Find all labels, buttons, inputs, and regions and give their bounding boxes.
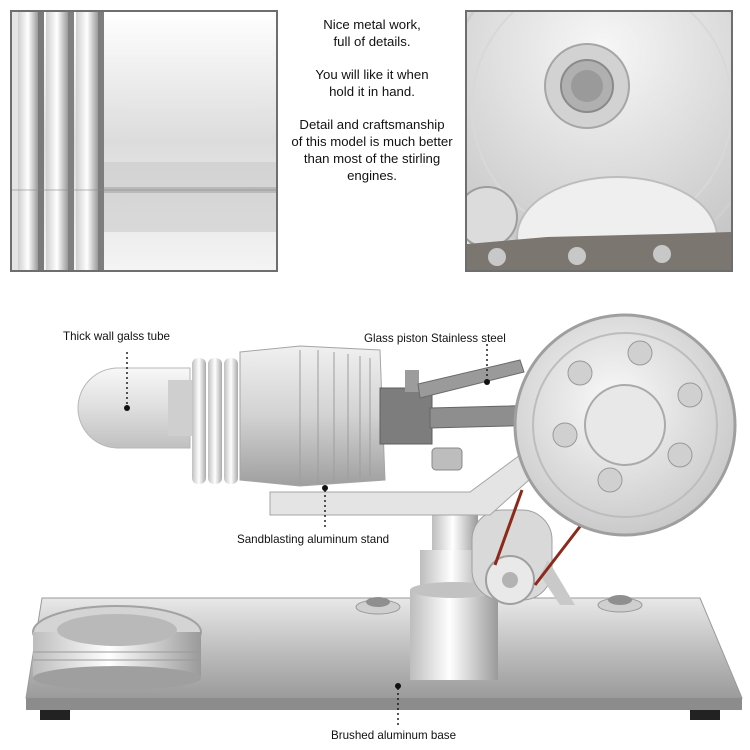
callout-dots xyxy=(124,379,490,689)
flywheel-closeup-image xyxy=(467,12,731,270)
generator-motor xyxy=(471,509,575,605)
closeup-flywheel-photo xyxy=(465,10,733,272)
stirling-engine-photo xyxy=(25,313,743,728)
callout-base: Brushed aluminum base xyxy=(331,729,457,742)
blurb-line-1: Nice metal work, full of details. xyxy=(323,17,421,49)
flywheel xyxy=(513,313,737,537)
drive-belt xyxy=(493,489,587,586)
base-screw-left xyxy=(355,597,401,615)
glass-tube xyxy=(77,367,192,449)
callout-stand: Sandblasting aluminum stand xyxy=(237,533,390,546)
callout-piston: Glass piston Stainless steel xyxy=(364,332,506,345)
closeup-fins-photo xyxy=(10,10,278,272)
alcohol-burner-cup xyxy=(32,605,202,690)
feature-description: Nice metal work, full of details. You wi… xyxy=(282,16,462,200)
callout-leaders xyxy=(126,344,488,728)
finned-cylinder xyxy=(192,345,386,487)
blurb-line-3: Detail and craftsmanship of this model i… xyxy=(291,117,453,183)
fins-closeup-image xyxy=(12,12,276,270)
callout-glass-tube: Thick wall galss tube xyxy=(63,330,170,343)
blurb-line-2: You will like it when hold it in hand. xyxy=(315,67,429,99)
aluminum-base xyxy=(25,597,743,720)
base-screw-right xyxy=(597,595,643,613)
